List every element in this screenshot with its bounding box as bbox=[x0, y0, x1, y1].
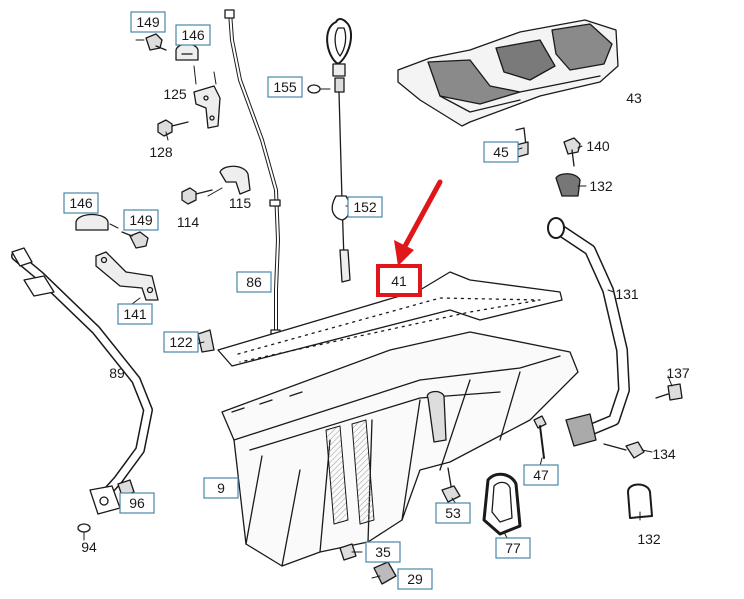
label-53: 53 bbox=[445, 505, 461, 521]
label-141: 141 bbox=[123, 306, 147, 322]
label-box-29 bbox=[397, 568, 433, 590]
bolt-part-114 bbox=[181, 187, 213, 205]
bolt-part-128 bbox=[157, 119, 189, 137]
label-29: 29 bbox=[407, 571, 423, 587]
oil-return-pipe-part bbox=[547, 217, 630, 447]
label-137: 137 bbox=[666, 365, 690, 381]
label-140: 140 bbox=[586, 138, 610, 154]
label-86: 86 bbox=[246, 274, 262, 290]
label-77: 77 bbox=[505, 540, 521, 556]
bolt-part-47 bbox=[533, 415, 547, 459]
clamp-part-132-top bbox=[555, 173, 581, 197]
label-152: 152 bbox=[353, 199, 377, 215]
label-box-45 bbox=[483, 141, 519, 163]
label-box-9 bbox=[203, 477, 239, 499]
clip-part-146-top bbox=[175, 43, 199, 61]
bolt-part-140 bbox=[563, 137, 581, 167]
label-96: 96 bbox=[129, 495, 145, 511]
highlight-arrow bbox=[394, 179, 443, 266]
label-35: 35 bbox=[375, 544, 391, 560]
label-box-122 bbox=[163, 331, 199, 353]
label-114: 114 bbox=[177, 214, 200, 230]
bolt-part-134 bbox=[603, 441, 645, 459]
label-box-96 bbox=[119, 492, 155, 514]
clamp-part-115 bbox=[219, 165, 251, 195]
label-41: 41 bbox=[391, 273, 407, 289]
clip-part-146-left bbox=[75, 213, 109, 231]
label-132-bottom: 132 bbox=[637, 531, 661, 547]
label-box-35 bbox=[365, 541, 401, 563]
label-149-top: 149 bbox=[136, 14, 160, 30]
label-115: 115 bbox=[229, 195, 252, 211]
label-122: 122 bbox=[169, 334, 193, 350]
bolt-part-149-top bbox=[145, 33, 167, 51]
label-box-146-left bbox=[63, 192, 99, 214]
bolt-part-137 bbox=[655, 383, 683, 401]
label-box-86 bbox=[236, 271, 272, 293]
label-box-77 bbox=[495, 537, 531, 559]
label-box-146-top bbox=[175, 24, 211, 46]
upper-oil-pan-part bbox=[397, 19, 619, 127]
label-9: 9 bbox=[217, 480, 225, 496]
label-146-top: 146 bbox=[181, 27, 205, 43]
guide-tube-part-89 bbox=[11, 247, 153, 515]
oil-pan-part bbox=[221, 331, 579, 567]
highlight-box-41 bbox=[376, 264, 422, 297]
dipstick-part bbox=[326, 18, 353, 283]
oil-pan-gasket-part bbox=[217, 271, 563, 367]
label-box-152 bbox=[347, 196, 383, 218]
drain-plug-part-35 bbox=[339, 543, 357, 561]
sleeve-part-122 bbox=[197, 329, 215, 353]
label-155: 155 bbox=[273, 79, 297, 95]
label-94: 94 bbox=[81, 539, 97, 555]
label-box-149-left bbox=[123, 209, 159, 231]
label-box-149-top bbox=[130, 11, 166, 33]
label-134: 134 bbox=[652, 446, 676, 462]
bracket-part-141 bbox=[95, 251, 159, 301]
label-146-left: 146 bbox=[69, 195, 93, 211]
label-box-141 bbox=[117, 303, 153, 325]
bolt-part-96 bbox=[117, 479, 135, 497]
label-box-53 bbox=[435, 502, 471, 524]
label-128: 128 bbox=[149, 144, 173, 160]
label-89: 89 bbox=[109, 365, 125, 381]
washer-part-94 bbox=[77, 523, 91, 533]
label-45: 45 bbox=[493, 144, 509, 160]
bracket-part-125 bbox=[193, 85, 221, 129]
drain-plug-part-29 bbox=[373, 561, 397, 585]
seal-part-77 bbox=[482, 472, 522, 536]
label-43: 43 bbox=[626, 90, 642, 106]
label-box-155 bbox=[267, 76, 303, 98]
label-125: 125 bbox=[163, 86, 187, 102]
label-47: 47 bbox=[533, 467, 549, 483]
label-149-left: 149 bbox=[129, 212, 153, 228]
label-132-top: 132 bbox=[589, 178, 613, 194]
washer-part-155 bbox=[307, 84, 321, 94]
label-box-47 bbox=[523, 464, 559, 486]
label-131: 131 bbox=[615, 286, 639, 302]
bolt-part-149-left bbox=[121, 231, 149, 249]
clamp-part-132-bottom bbox=[627, 483, 653, 519]
bolt-part-53 bbox=[441, 467, 461, 503]
